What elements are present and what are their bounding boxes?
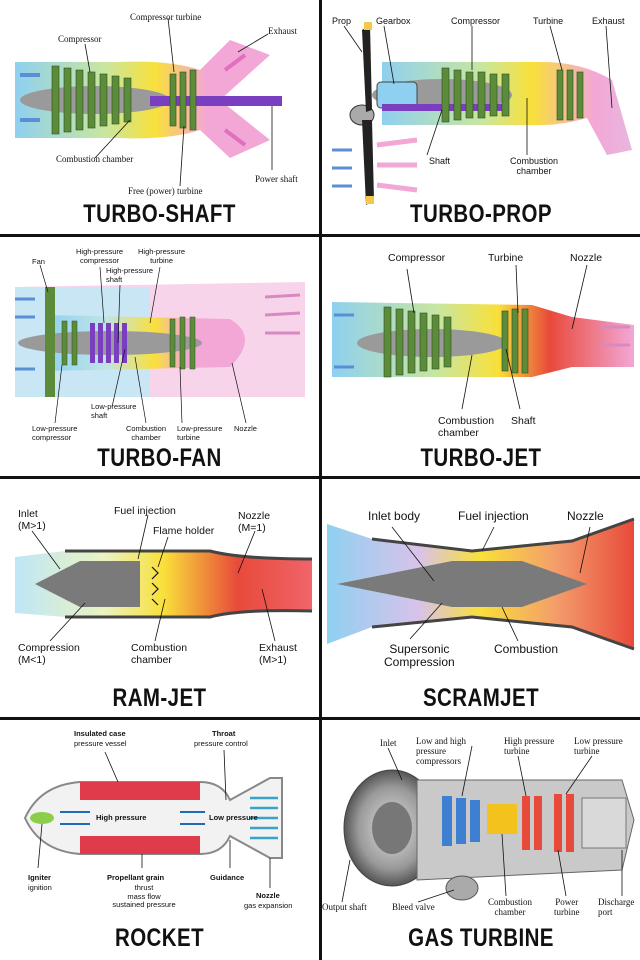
turbojet-label-nozzle: Nozzle <box>570 252 603 264</box>
grid-divider-row2 <box>0 476 640 479</box>
turbofan-diagram <box>15 264 305 424</box>
gasturbine-diagram <box>341 745 635 903</box>
turboshaft-label-combustion-chamber: Combustion chamber <box>56 154 134 164</box>
turboprop-title: TURBO-PROP <box>410 200 552 228</box>
rocket-title: ROCKET <box>114 924 205 952</box>
turbofan-title: TURBO-FAN <box>97 444 222 472</box>
rocket-label-gas-expansion: gas expansion <box>244 901 293 910</box>
gasturbine-label-lp-turbine: Low pressure turbine <box>574 736 623 756</box>
scramjet-title: SCRAMJET <box>422 684 540 712</box>
ramjet-label-flame-holder: Flame holder <box>153 525 215 537</box>
ramjet-label-nozzle: Nozzle (M=1) <box>238 510 271 534</box>
ramjet-label-exhaust: Exhaust (M>1) <box>259 642 297 666</box>
turbofan-label-lp-shaft: Low-pressure shaft <box>91 402 137 420</box>
turboprop-label-gearbox: Gearbox <box>376 16 411 26</box>
grid-divider-row3 <box>0 717 640 720</box>
turbojet-label-shaft: Shaft <box>511 415 536 427</box>
turboshaft-label-compressor-turbine: Compressor turbine <box>130 12 202 22</box>
rocket-label-throat: Throat <box>212 729 236 738</box>
turboprop-panel: Prop Gearbox Compressor Turbine Exhaust … <box>322 0 640 234</box>
ramjet-diagram <box>15 514 313 642</box>
rocket-label-nozzle: Nozzle <box>256 891 280 900</box>
turboshaft-diagram <box>15 17 282 187</box>
turbojet-label-compressor: Compressor <box>388 252 446 264</box>
rocket-label-insulated-case: Insulated case <box>74 729 126 738</box>
ramjet-label-inlet: Inlet (M>1) <box>18 508 46 532</box>
turboprop-label-shaft: Shaft <box>429 156 451 166</box>
ramjet-label-compression: Compression (M<1) <box>18 642 80 666</box>
scramjet-label-combustion: Combustion <box>494 642 559 656</box>
grid-divider-vertical <box>319 0 322 960</box>
turbojet-label-turbine: Turbine <box>488 252 524 264</box>
rocket-label-pressure-vessel: pressure vessel <box>74 739 127 748</box>
gasturbine-label-inlet: Inlet <box>380 738 397 748</box>
gasturbine-panel: Inlet Low and high pressure compressors … <box>322 720 640 960</box>
rocket-diagram <box>23 749 283 888</box>
turboprop-diagram <box>332 22 632 205</box>
turbojet-label-combustion-chamber: Combustion chamber <box>438 415 495 439</box>
turboprop-label-prop: Prop <box>332 16 352 26</box>
turbofan-label-fan: Fan <box>32 257 45 266</box>
turboshaft-label-power-shaft: Power shaft <box>255 174 298 184</box>
turboshaft-title: TURBO-SHAFT <box>83 200 236 228</box>
rocket-label-ignition: ignition <box>28 883 52 892</box>
ramjet-title: RAM-JET <box>112 684 207 712</box>
rocket-panel: Insulated case pressure vessel Throat pr… <box>0 720 319 960</box>
rocket-label-igniter: Igniter <box>28 873 51 882</box>
turboshaft-label-exhaust: Exhaust <box>268 26 297 36</box>
scramjet-label-nozzle: Nozzle <box>567 509 604 523</box>
turbofan-label-lp-compressor: Low-pressure compressor <box>32 424 78 442</box>
turboshaft-panel: Compressor turbine Exhaust Compressor Co… <box>0 0 319 234</box>
turbojet-title: TURBO-JET <box>420 444 542 472</box>
rocket-label-pressure-control: pressure control <box>194 739 248 748</box>
turbofan-label-nozzle: Nozzle <box>234 424 257 433</box>
gasturbine-label-output-shaft: Output shaft <box>322 902 367 912</box>
turboshaft-label-free-turbine: Free (power) turbine <box>128 186 203 196</box>
gasturbine-title: GAS TURBINE <box>408 924 554 952</box>
turbojet-diagram <box>332 264 634 410</box>
ramjet-panel: Inlet (M>1) Fuel injection Flame holder … <box>0 479 319 717</box>
turbofan-label-hp-compressor: High-pressure compressor <box>76 247 124 265</box>
turbofan-label-combustion-chamber: Combustion chamber <box>126 424 167 442</box>
turbofan-panel: Fan High-pressure compressor High-pressu… <box>0 237 319 476</box>
gasturbine-label-bleed-valve: Bleed valve <box>392 902 435 912</box>
turboshaft-label-compressor: Compressor <box>58 34 102 44</box>
turboprop-label-turbine: Turbine <box>533 16 564 26</box>
turbofan-label-lp-turbine: Low-pressure turbine <box>177 424 223 442</box>
gasturbine-label-combustion-chamber: Combustion chamber <box>488 897 533 917</box>
scramjet-label-inlet-body: Inlet body <box>368 509 421 523</box>
turbofan-label-hp-turbine: High-pressure turbine <box>138 247 186 265</box>
gasturbine-label-hp-turbine: High pressure turbine <box>504 736 555 756</box>
rocket-label-high-pressure: High pressure <box>96 813 147 822</box>
rocket-label-guidance: Guidance <box>210 873 245 882</box>
gasturbine-label-power-turbine: Power turbine <box>554 897 580 917</box>
ramjet-label-combustion-chamber: Combustion chamber <box>131 642 188 666</box>
gasturbine-label-discharge-port: Discharge port <box>598 897 635 917</box>
rocket-label-propellant-grain: Propellant grain <box>107 873 165 882</box>
turbojet-panel: Compressor Turbine Nozzle Combustion cha… <box>322 237 640 476</box>
turbofan-label-hp-shaft: High-pressure shaft <box>106 266 154 284</box>
rocket-label-propellant-details: thrust mass flow sustained pressure <box>112 883 176 909</box>
scramjet-label-supersonic-compression: Supersonic Compression <box>384 642 455 669</box>
scramjet-label-fuel-injection: Fuel injection <box>458 509 529 523</box>
ramjet-label-fuel-injection: Fuel injection <box>114 505 176 517</box>
grid-divider-row1 <box>0 234 640 237</box>
scramjet-diagram <box>327 517 635 651</box>
turboprop-label-compressor: Compressor <box>451 16 501 26</box>
turboprop-label-combustion-chamber: Combustion chamber <box>510 156 559 176</box>
gasturbine-label-compressors: Low and high pressure compressors <box>416 736 466 766</box>
turboprop-label-exhaust: Exhaust <box>592 16 625 26</box>
rocket-label-low-pressure: Low pressure <box>209 813 258 822</box>
scramjet-panel: Inlet body Fuel injection Nozzle Superso… <box>322 479 640 717</box>
